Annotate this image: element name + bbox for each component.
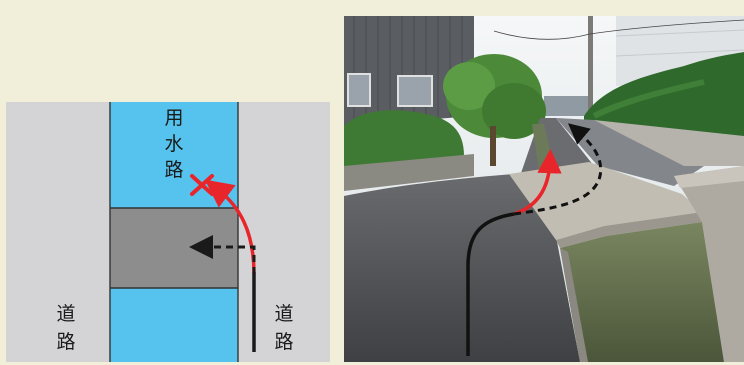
street-photo: [344, 16, 744, 362]
canal-label-char: 用: [164, 107, 183, 129]
photo-power-lines: [493, 19, 744, 40]
photo-building-left: [344, 16, 474, 126]
photo-window: [397, 75, 433, 107]
photo-building-right-lines: [615, 29, 744, 57]
photo-correct-path-dashed-arrow: [513, 123, 603, 216]
road-canal-diagram: 用 水 路 道 路 道 路: [6, 102, 330, 362]
road-label-right-char: 道: [274, 303, 293, 325]
photo-canal-water: [560, 222, 724, 362]
photo-canal-edge: [560, 248, 588, 362]
photo-retaining-wall: [674, 166, 744, 362]
left-road: [6, 102, 110, 362]
photo-wall-top: [674, 166, 744, 188]
cross-mark-icon: [190, 174, 214, 196]
photo-approach-path-line: [466, 212, 515, 356]
photo-curb-left: [344, 154, 474, 191]
canal-label-char: 水: [164, 133, 183, 155]
photo-hedge: [584, 52, 744, 142]
photo-wrong-turn-arrow: [513, 148, 562, 216]
photo-asphalt-road: [344, 174, 580, 362]
photo-distant-building: [544, 96, 588, 116]
photo-path-right: [556, 118, 704, 186]
photo-concrete-bridge: [509, 162, 702, 240]
canal-label-char: 路: [164, 159, 183, 181]
road-label-left-char: 道: [56, 303, 75, 325]
photo-hedge-highlight: [592, 79, 705, 119]
photo-bridge-edge: [556, 212, 702, 248]
correct-path-dashed-arrow: [189, 235, 256, 274]
photo-window: [347, 73, 371, 107]
photo-tree: [443, 54, 546, 166]
photo-utility-pole: [588, 16, 593, 111]
road-label-right-char: 路: [274, 331, 293, 353]
road-label-left-char: 路: [56, 331, 75, 353]
photo-wall-right: [594, 120, 744, 166]
